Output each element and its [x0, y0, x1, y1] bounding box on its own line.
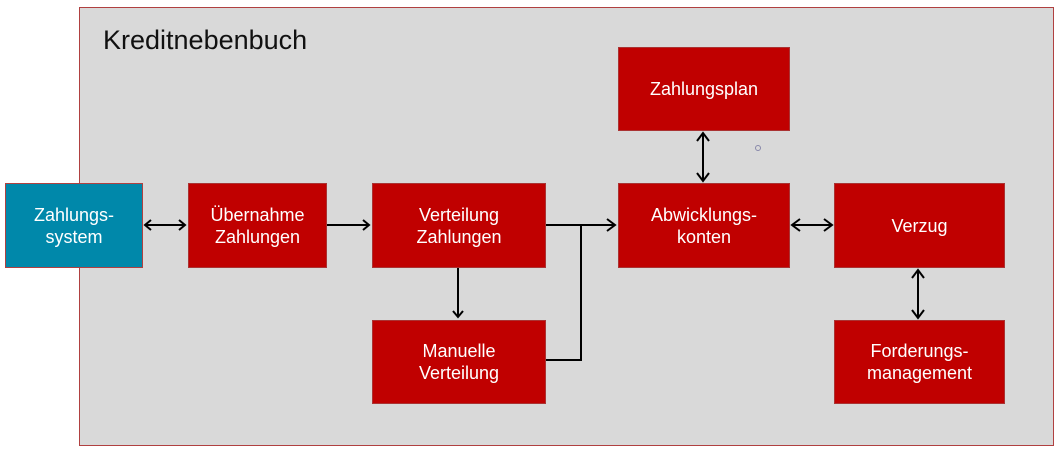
arrow-zahlungsplan-abwicklung	[696, 131, 710, 183]
box-abwicklungskonten: Abwicklungs- konten	[618, 183, 790, 268]
handle-dot	[755, 145, 761, 151]
box-forderungsmanagement: Forderungs- management	[834, 320, 1005, 404]
arrow-zahlungssystem-uebernahme	[143, 219, 187, 231]
box-manuelle-verteilung: Manuelle Verteilung	[372, 320, 546, 404]
arrow-verteilung-manuelle	[452, 268, 464, 319]
diagram-title: Kreditnebenbuch	[103, 25, 308, 55]
arrow-uebernahme-verteilung	[327, 219, 371, 231]
box-uebernahme-zahlungen: Übernahme Zahlungen	[188, 183, 327, 268]
box-zahlungsplan: Zahlungsplan	[618, 47, 790, 131]
arrow-verzug-forderung	[911, 268, 925, 320]
box-verzug: Verzug	[834, 183, 1005, 268]
box-zahlungssystem: Zahlungs- system	[5, 183, 143, 268]
arrow-verteilung-abwicklung	[546, 218, 617, 361]
arrow-abwicklung-verzug	[790, 218, 834, 232]
box-verteilung-zahlungen: Verteilung Zahlungen	[372, 183, 546, 268]
